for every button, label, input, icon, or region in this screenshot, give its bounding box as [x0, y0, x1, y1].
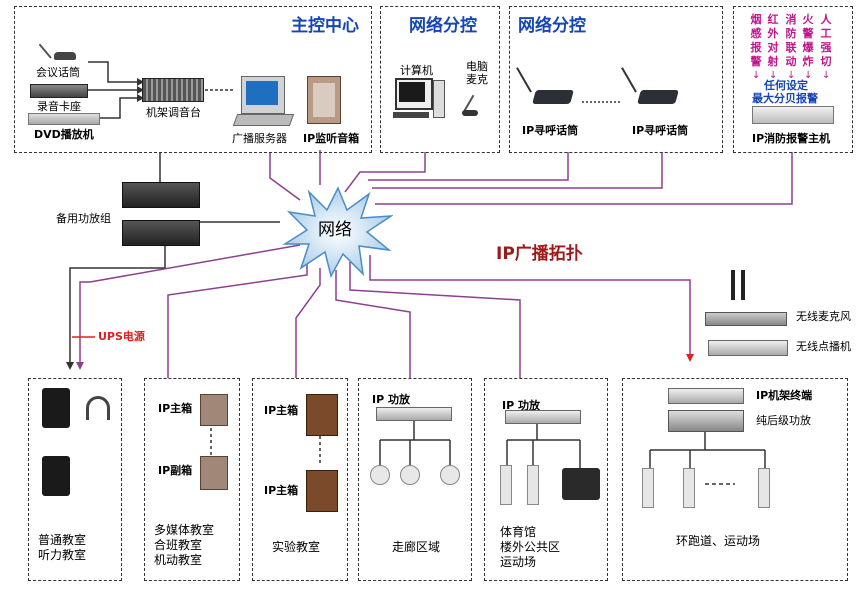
zone-track-name: 环跑道、运动场: [676, 534, 761, 548]
main-control-center: 主控中心: [14, 6, 372, 153]
lab-speaker-1-icon: [306, 394, 338, 436]
track-column-speaker-1-icon: [642, 468, 654, 508]
fire-max-db: 最大分贝报警: [752, 92, 818, 105]
ip-paging-mic-2-icon: [621, 64, 681, 108]
ip-paging-mic-2-label: IP寻呼话筒: [632, 124, 689, 137]
fire-col-manual: 人工强切: [820, 13, 832, 68]
network-label: 网络: [318, 220, 352, 240]
fire-alarm-panel: [733, 6, 853, 153]
wireless-player-label: 无线点播机: [796, 340, 851, 353]
branch-control-1: 网络分控: [380, 6, 500, 153]
wall-speaker-1-icon: [42, 388, 70, 428]
wireless-mic-label: 无线麦克风: [796, 310, 851, 323]
fire-col-infrared: 红外对射: [767, 13, 779, 68]
track-column-speaker-3-icon: [758, 468, 770, 508]
zone-corridor: [358, 378, 472, 581]
branch-control-2-title: 网络分控: [518, 16, 586, 36]
zone-regular-classroom: [28, 378, 122, 581]
ceiling-speaker-2-icon: [400, 465, 420, 485]
ip-rack-terminal-icon: [668, 388, 744, 404]
tape-deck-label: 录音卡座: [37, 100, 81, 113]
fire-col-linkage: 消防联动: [785, 13, 797, 68]
rack-mixer-label: 机架调音台: [146, 106, 201, 119]
ups-label: UPS电源: [98, 330, 145, 343]
broadcast-server-icon: [232, 76, 295, 128]
zone-lab-name: 实验教室: [272, 540, 321, 554]
ceiling-speaker-1-icon: [370, 465, 390, 485]
column-speaker-2-icon: [527, 465, 539, 505]
wall-speaker-2-icon: [42, 456, 70, 496]
corridor-amp-icon: [376, 407, 452, 421]
branch-control-1-title: 网络分控: [409, 16, 477, 36]
broadcast-server-label: 广播服务器: [232, 132, 287, 145]
ip-monitor-speaker-label: IP监听音箱: [303, 132, 360, 145]
ceiling-speaker-3-icon: [440, 465, 460, 485]
fire-col-explosion: 火警爆炸: [802, 13, 814, 68]
zone-lab-main1-label: IP主箱: [264, 404, 299, 417]
zone-lab-classroom: [252, 378, 348, 581]
fire-arrow-icon: ↓: [822, 70, 831, 81]
track-column-speaker-2-icon: [683, 468, 695, 508]
fire-arrow-icon: ↓: [787, 70, 796, 81]
post-amp-label: 纯后级功放: [756, 414, 811, 427]
zone-gym-name: 体育馆 楼外公共区 运动场: [500, 525, 561, 569]
fire-host-icon: [752, 106, 834, 124]
fire-any-setting: 任何设定: [764, 79, 808, 92]
outdoor-speaker-icon: [562, 468, 600, 500]
ip-monitor-speaker-icon: [307, 76, 341, 124]
wireless-player-icon: [708, 340, 788, 356]
zone-multimedia-name: 多媒体教室 合班教室 机动教室: [154, 523, 215, 567]
ip-sub-speaker-icon: [200, 456, 228, 490]
zone-gym: [484, 378, 608, 581]
computer-mic-icon: [458, 94, 482, 118]
zone-multimedia-classroom: [144, 378, 240, 581]
zone-regular-name: 普通教室 听力教室: [38, 533, 87, 562]
computer-mic-label: 电脑 麦克: [466, 60, 488, 86]
ip-rack-terminal-label: IP机架终端: [756, 389, 813, 402]
headset-icon: [86, 396, 110, 420]
network-cloud: [283, 186, 393, 278]
rack-mixer-icon: [142, 78, 204, 102]
ip-paging-mic-1-icon: [516, 64, 576, 108]
ip-paging-mic-1-label: IP寻呼话筒: [522, 124, 579, 137]
zone-corridor-name: 走廊区域: [392, 540, 441, 554]
main-control-title: 主控中心: [291, 16, 359, 36]
backup-amp-2-icon: [122, 220, 200, 246]
zone-corridor-amp-label: IP 功放: [372, 393, 410, 406]
column-speaker-1-icon: [500, 465, 512, 505]
backup-amp-label: 备用功放组: [56, 212, 111, 225]
computer-label: 计算机: [400, 64, 433, 77]
fire-arrow-icon: ↓: [804, 70, 813, 81]
ip-main-speaker-icon: [200, 394, 228, 426]
lab-speaker-2-icon: [306, 470, 338, 512]
computer-icon: [393, 78, 445, 124]
dvd-player-icon: [28, 113, 100, 125]
backup-amp-1-icon: [122, 182, 200, 208]
tape-deck-icon: [30, 84, 88, 98]
zone-multimedia-sub-label: IP副箱: [158, 464, 193, 477]
diagram-title: IP广播拓扑: [496, 244, 583, 264]
wireless-mic-icon: [705, 270, 787, 326]
zone-multimedia-main-label: IP主箱: [158, 402, 193, 415]
fire-col-smoke: 烟感报警: [750, 13, 762, 68]
dvd-player-label: DVD播放机: [34, 128, 94, 141]
post-amp-icon: [668, 410, 744, 432]
conference-mic-icon: [38, 40, 80, 62]
fire-arrow-icon: ↓: [752, 70, 761, 81]
conference-mic-label: 会议话筒: [36, 66, 80, 79]
branch-control-2: 网络分控: [509, 6, 723, 153]
zone-lab-main2-label: IP主箱: [264, 484, 299, 497]
fire-host-label: IP消防报警主机: [752, 132, 831, 145]
zone-track: [622, 378, 848, 581]
zone-gym-amp-label: IP 功放: [502, 399, 540, 412]
fire-arrow-icon: ↓: [769, 70, 778, 81]
gym-amp-icon: [505, 410, 581, 424]
